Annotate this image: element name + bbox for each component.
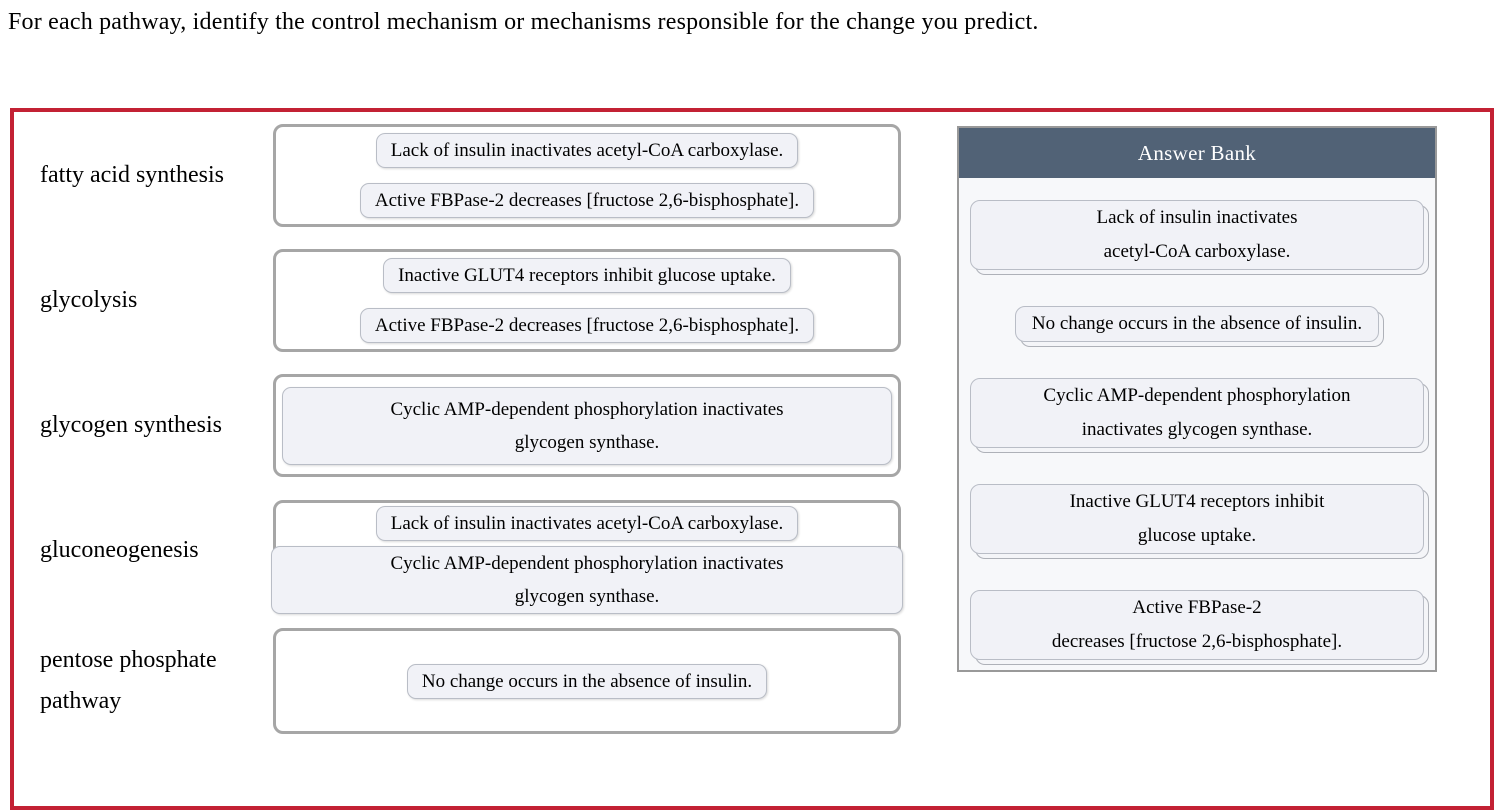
answer-bank-title: Answer Bank xyxy=(1137,140,1257,165)
bank-chip[interactable]: Lack of insulin inactivates acetyl-CoA c… xyxy=(970,200,1424,270)
pathway-label-pentose-phosphate-pathway: pentose phosphate pathway xyxy=(40,647,217,714)
row-gluconeogenesis: gluconeogenesis Lack of insulin inactiva… xyxy=(40,500,903,614)
row-pentose-phosphate-pathway: pentose phosphate pathway No change occu… xyxy=(40,628,901,734)
answer-chip[interactable]: Cyclic AMP-dependent phosphorylation ina… xyxy=(282,386,892,465)
row-fatty-acid-synthesis: fatty acid synthesis Lack of insulin ina… xyxy=(40,124,901,227)
pathway-rows: fatty acid synthesis Lack of insulin ina… xyxy=(40,124,903,734)
activity-frame: fatty acid synthesis Lack of insulin ina… xyxy=(10,108,1494,810)
drop-zone-glycolysis[interactable]: Inactive GLUT4 receptors inhibit glucose… xyxy=(273,249,901,352)
answer-bank-header: Answer Bank xyxy=(959,128,1435,178)
answer-chip[interactable]: Lack of insulin inactivates acetyl-CoA c… xyxy=(375,506,799,541)
answer-chip[interactable]: No change occurs in the absence of insul… xyxy=(406,663,768,699)
drop-zone-gluconeogenesis[interactable]: Lack of insulin inactivates acetyl-CoA c… xyxy=(271,500,903,614)
answer-chip[interactable]: Active FBPase-2 decreases [fructose 2,6-… xyxy=(359,308,815,343)
pathway-label-gluconeogenesis: gluconeogenesis xyxy=(40,537,199,563)
answer-chip[interactable]: Inactive GLUT4 receptors inhibit glucose… xyxy=(383,258,791,293)
bank-chip[interactable]: Active FBPase-2 decreases [fructose 2,6-… xyxy=(970,590,1424,660)
bank-chip[interactable]: No change occurs in the absence of insul… xyxy=(1014,306,1380,342)
row-glycolysis: glycolysis Inactive GLUT4 receptors inhi… xyxy=(40,249,901,352)
answer-chip[interactable]: Lack of insulin inactivates acetyl-CoA c… xyxy=(375,133,799,168)
answer-chip[interactable]: Active FBPase-2 decreases [fructose 2,6-… xyxy=(359,183,815,218)
answer-bank: Answer Bank Lack of insulin inactivates … xyxy=(957,126,1437,672)
pathway-label-fatty-acid-synthesis: fatty acid synthesis xyxy=(40,162,224,188)
drop-zone-pentose-phosphate-pathway[interactable]: No change occurs in the absence of insul… xyxy=(273,628,901,734)
bank-chip[interactable]: Cyclic AMP-dependent phosphorylation ina… xyxy=(970,378,1424,448)
question-text: For each pathway, identify the control m… xyxy=(8,9,1039,35)
pathway-label-glycolysis: glycolysis xyxy=(40,287,138,313)
drop-zone-fatty-acid-synthesis[interactable]: Lack of insulin inactivates acetyl-CoA c… xyxy=(273,124,901,227)
answer-chip[interactable]: Cyclic AMP-dependent phosphorylation ina… xyxy=(271,546,903,614)
row-glycogen-synthesis: glycogen synthesis Cyclic AMP-dependent … xyxy=(40,374,901,477)
bank-chip[interactable]: Inactive GLUT4 receptors inhibit glucose… xyxy=(970,484,1424,554)
pathway-label-glycogen-synthesis: glycogen synthesis xyxy=(40,412,222,438)
drop-zone-glycogen-synthesis[interactable]: Cyclic AMP-dependent phosphorylation ina… xyxy=(273,374,901,477)
answer-bank-body: Lack of insulin inactivates acetyl-CoA c… xyxy=(959,178,1435,660)
